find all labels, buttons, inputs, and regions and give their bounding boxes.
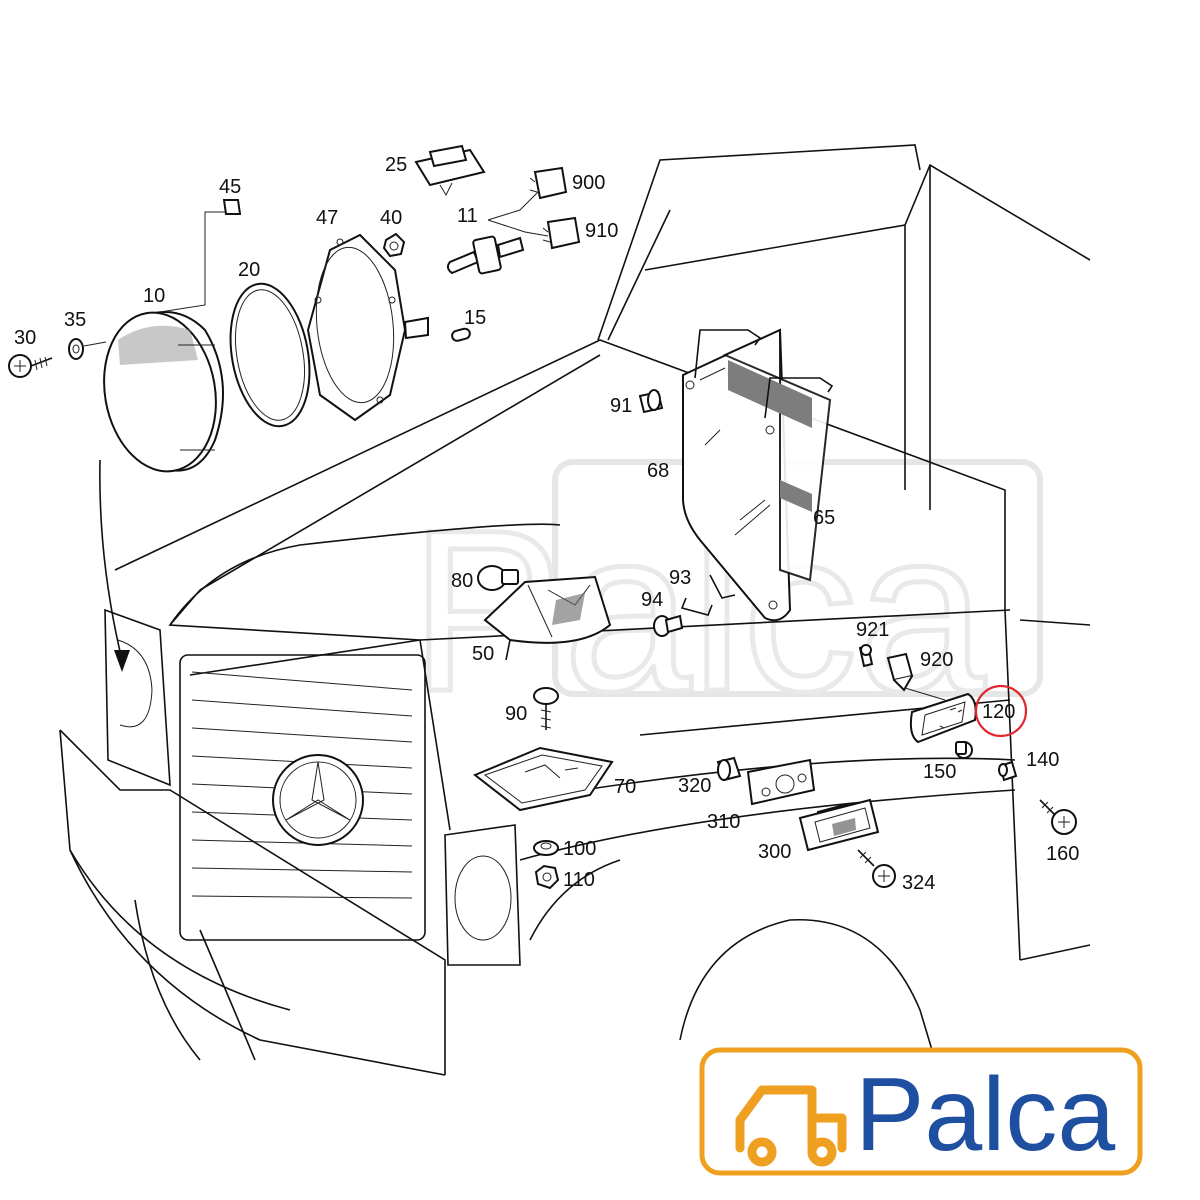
callout-47: 47 (316, 207, 338, 229)
lamp-housing-50-icon (483, 575, 612, 661)
palca-logo: Palca (699, 1047, 1143, 1176)
callout-920: 920 (920, 649, 953, 671)
callout-20: 20 (238, 259, 260, 281)
callout-30: 30 (14, 327, 36, 349)
mercedes-star-emblem (272, 754, 364, 846)
seal-ring-20-icon (229, 282, 311, 428)
mounting-ring-47-icon (306, 233, 429, 422)
side-marker-assembly (716, 644, 1077, 888)
callout-324: 324 (902, 872, 935, 894)
rivet-94-icon (653, 614, 684, 637)
marker-lamp-assembly (473, 565, 614, 890)
callout-120: 120 (982, 701, 1015, 723)
bulb-15-icon (451, 327, 471, 342)
callout-25: 25 (385, 154, 407, 176)
callout-94: 94 (641, 589, 663, 611)
callout-50: 50 (472, 643, 494, 665)
socket-900-icon (529, 166, 568, 200)
callout-150: 150 (923, 761, 956, 783)
screw-90-icon (533, 687, 559, 730)
connector-25-icon (414, 144, 486, 197)
shield-assembly (638, 328, 834, 637)
callout-45: 45 (219, 176, 241, 198)
gasket-310-icon (746, 758, 816, 806)
callout-93: 93 (669, 567, 691, 589)
callout-91: 91 (610, 395, 632, 417)
callout-90: 90 (505, 703, 527, 725)
callout-320: 320 (678, 775, 711, 797)
callout-921: 921 (856, 619, 889, 641)
callout-65: 65 (813, 507, 835, 529)
callout-140: 140 (1026, 749, 1059, 771)
washer-35-icon (68, 338, 84, 360)
callout-160: 160 (1046, 843, 1079, 865)
callout-15: 15 (464, 307, 486, 329)
clip-45-icon (222, 199, 242, 215)
callout-40: 40 (380, 207, 402, 229)
callout-100: 100 (563, 838, 596, 860)
callout-labels: 30 35 10 45 20 47 40 25 11 15 900 910 91… (14, 154, 1079, 894)
marker-lamp-300-icon (798, 798, 880, 852)
callout-10: 10 (143, 285, 165, 307)
screw-30-icon (8, 354, 53, 378)
callout-910: 910 (585, 220, 618, 242)
rivet-91-icon (638, 389, 664, 414)
socket-920-icon (886, 652, 914, 692)
callout-900: 900 (572, 172, 605, 194)
washer-100-icon (533, 840, 559, 856)
callout-110: 110 (563, 869, 595, 891)
headlight-assembly (8, 144, 581, 473)
callout-70: 70 (614, 776, 636, 798)
screw-160-icon (1039, 799, 1077, 835)
gasket-70-icon (473, 746, 614, 812)
callout-80: 80 (451, 570, 473, 592)
nut-110-icon (534, 864, 560, 890)
bulb-140-icon (998, 760, 1018, 782)
vehicle-body (59, 144, 1091, 1076)
callout-11: 11 (457, 205, 478, 227)
bracket-93-icon (680, 574, 736, 616)
bulb-80-icon (477, 565, 519, 591)
side-marker-lamp-120-icon (909, 692, 977, 744)
nut-40-icon (382, 232, 406, 258)
nut-320-icon (716, 756, 742, 782)
truck-icon (735, 1085, 847, 1167)
callout-35: 35 (64, 309, 86, 331)
callout-300: 300 (758, 841, 791, 863)
highlight-circle (974, 684, 1028, 738)
bulb-11-icon (446, 235, 525, 275)
bulb-921-icon (858, 644, 874, 668)
socket-910-icon (542, 216, 581, 250)
screw-324-icon (857, 849, 896, 888)
bulb-150-icon (955, 741, 973, 759)
palca-logo-text: Palca (855, 1057, 1115, 1173)
callout-68: 68 (647, 460, 669, 482)
headlamp-unit-10-icon (103, 311, 224, 473)
callout-310: 310 (707, 811, 740, 833)
